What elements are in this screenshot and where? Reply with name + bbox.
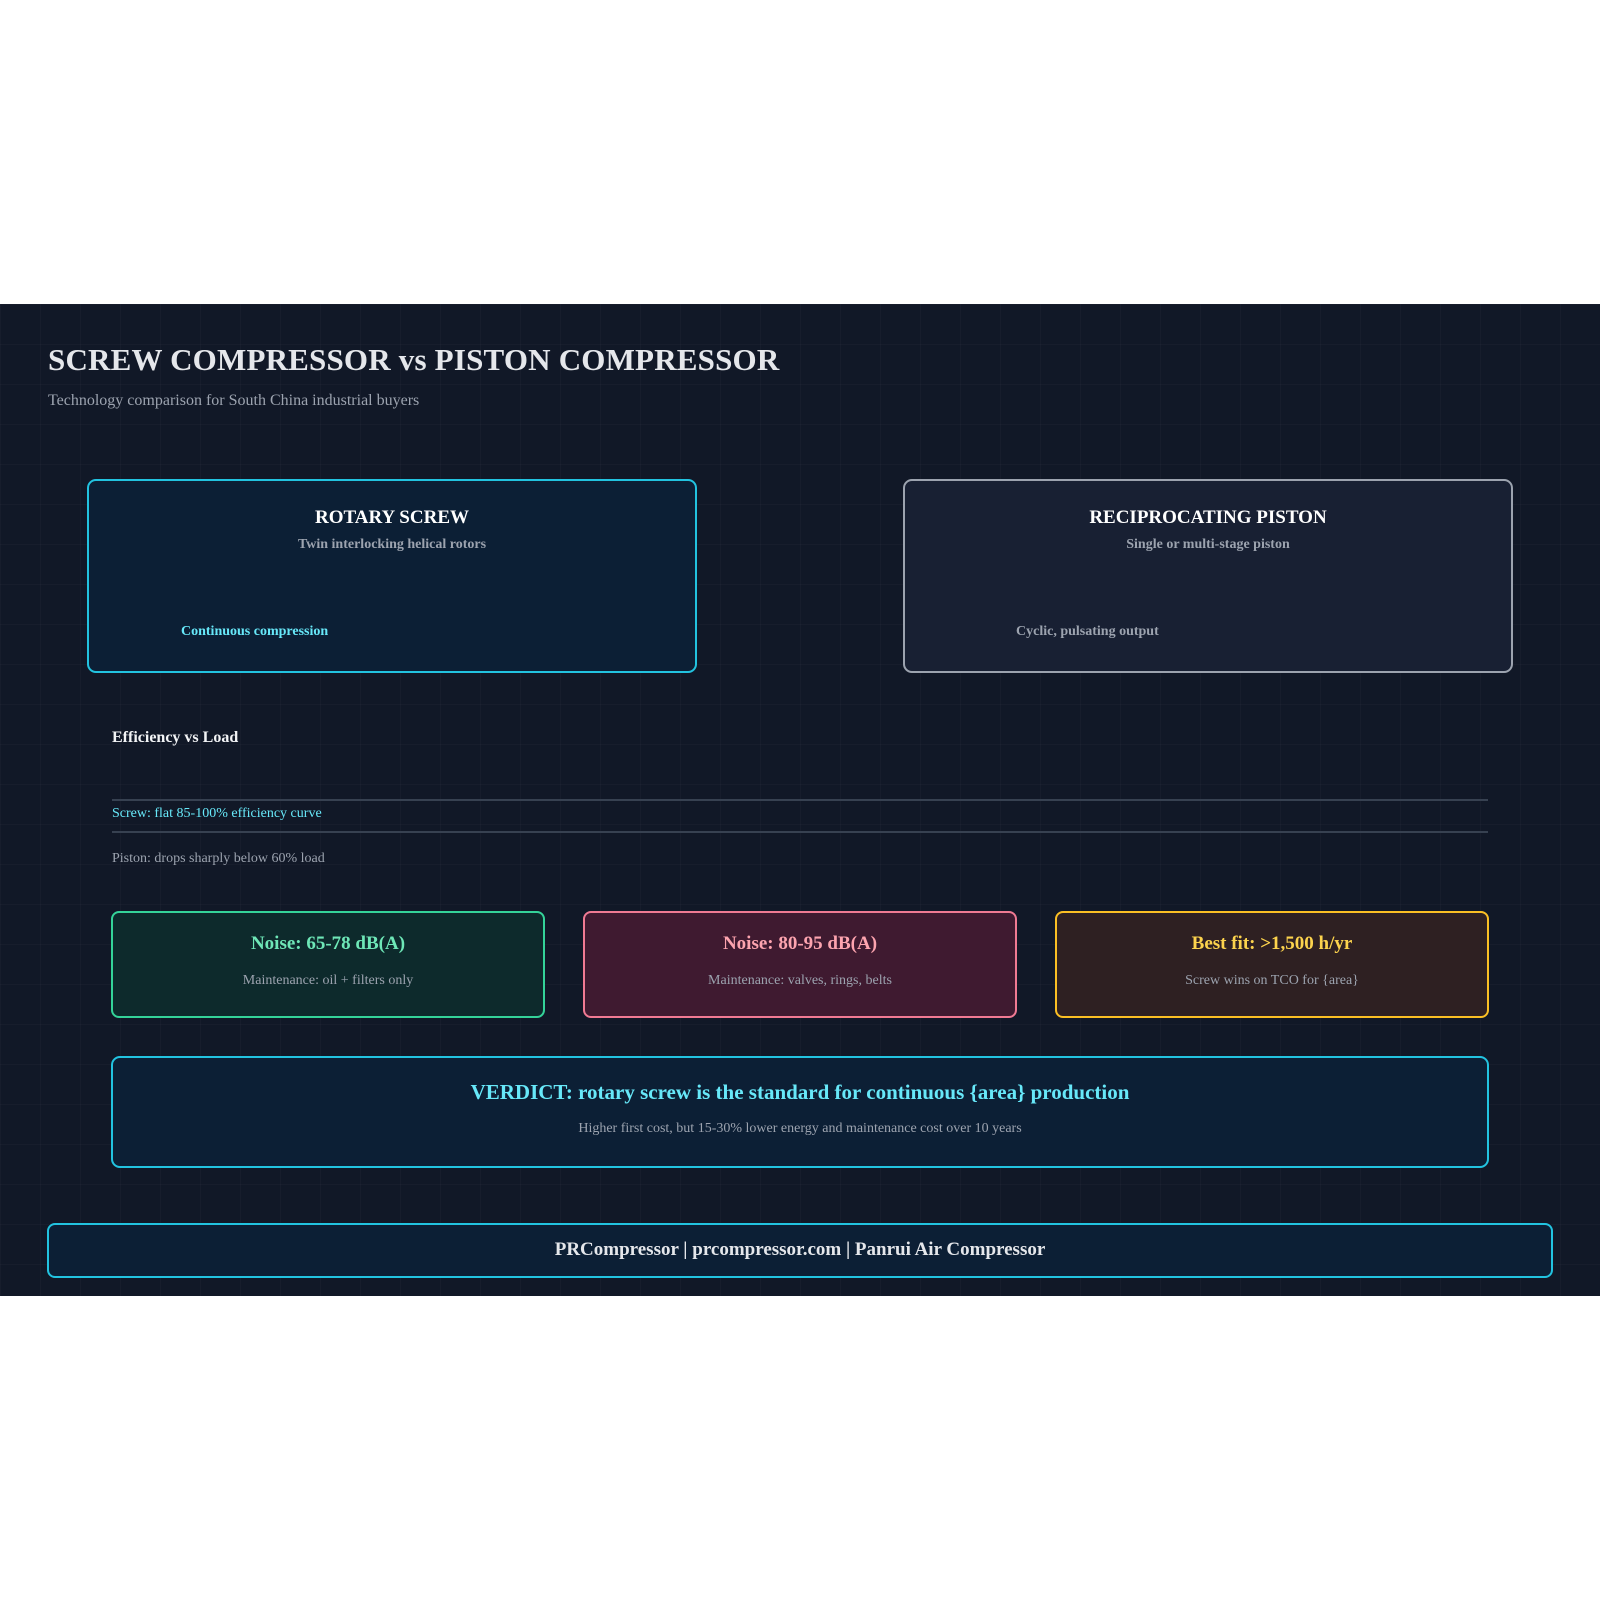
- piston-noise-heading: Noise: 80-95 dB(A): [722, 933, 878, 954]
- reciprocating-piston-title: RECIPROCATING PISTON: [1089, 507, 1327, 528]
- efficiency-screw-label: Screw: flat 85-100% efficiency curve: [112, 806, 322, 821]
- reciprocating-piston-description: Single or multi-stage piston: [1126, 537, 1290, 552]
- efficiency-divider-top: [112, 799, 1488, 801]
- screw-maintenance-text: Maintenance: oil + filters only: [242, 973, 414, 988]
- rotary-screw-box: ROTARY SCREW Twin interlocking helical r…: [87, 479, 697, 673]
- efficiency-piston-label: Piston: drops sharply below 60% load: [112, 851, 325, 866]
- screw-noise-heading: Noise: 65-78 dB(A): [250, 933, 406, 954]
- verdict-detail: Higher first cost, but 15-30% lower ener…: [578, 1121, 1022, 1136]
- best-fit-text: Screw wins on TCO for {area}: [1185, 973, 1359, 988]
- verdict-box: VERDICT: rotary screw is the standard fo…: [111, 1056, 1489, 1168]
- best-fit-card: Best fit: >1,500 h/yr Screw wins on TCO …: [1055, 911, 1489, 1018]
- reciprocating-piston-box: RECIPROCATING PISTON Single or multi-sta…: [903, 479, 1513, 673]
- screw-noise-card: Noise: 65-78 dB(A) Maintenance: oil + fi…: [111, 911, 545, 1018]
- efficiency-divider-bottom: [112, 831, 1488, 833]
- page-subtitle: Technology comparison for South China in…: [48, 392, 420, 409]
- piston-noise-card: Noise: 80-95 dB(A) Maintenance: valves, …: [583, 911, 1017, 1018]
- efficiency-title: Efficiency vs Load: [112, 729, 239, 746]
- footer-banner: PRCompressor | prcompressor.com | Panrui…: [47, 1223, 1553, 1278]
- verdict-heading: VERDICT: rotary screw is the standard fo…: [470, 1080, 1130, 1104]
- rotary-screw-note: Continuous compression: [181, 624, 329, 639]
- infographic-panel: SCREW COMPRESSOR vs PISTON COMPRESSOR Te…: [0, 304, 1600, 1296]
- rotary-screw-description: Twin interlocking helical rotors: [297, 537, 487, 552]
- best-fit-heading: Best fit: >1,500 h/yr: [1191, 933, 1353, 954]
- page-title: SCREW COMPRESSOR vs PISTON COMPRESSOR: [48, 342, 780, 377]
- reciprocating-piston-note: Cyclic, pulsating output: [1016, 624, 1159, 639]
- piston-maintenance-text: Maintenance: valves, rings, belts: [708, 973, 892, 988]
- footer-text: PRCompressor | prcompressor.com | Panrui…: [554, 1239, 1046, 1260]
- rotary-screw-title: ROTARY SCREW: [315, 507, 469, 528]
